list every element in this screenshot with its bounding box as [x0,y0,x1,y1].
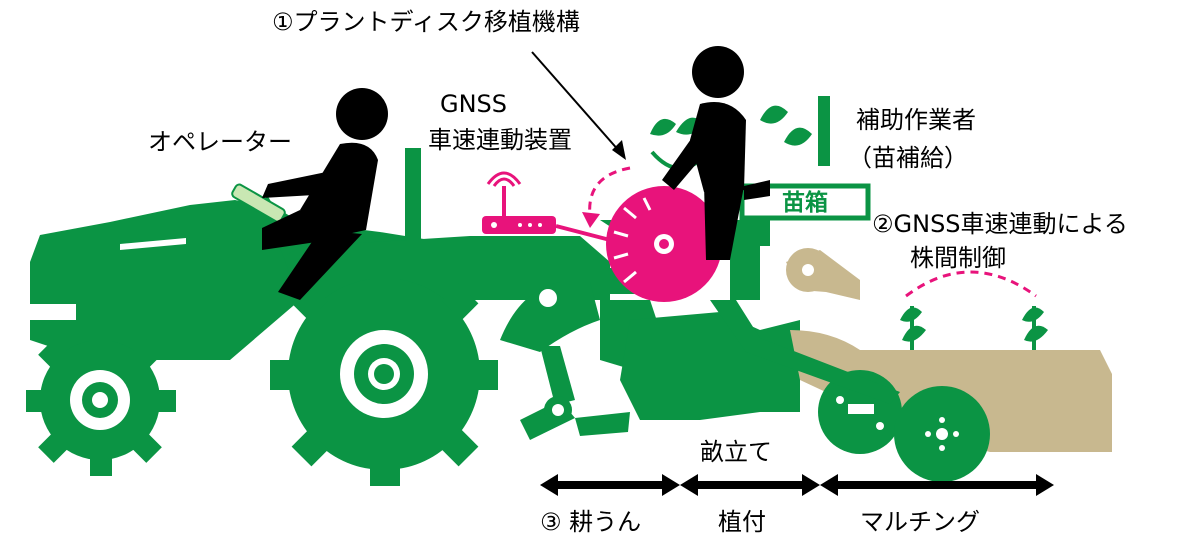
ridging-label: 畝立て [700,438,772,466]
helper-label-line2: （苗補給） [848,144,968,172]
tractor-light [30,304,76,320]
rear-wheel [270,262,498,486]
gnss-label-line1: GNSS [440,90,507,118]
spacing-arc [905,270,1037,298]
planting-label: 植付 [718,508,766,536]
mechanism-pointer [531,51,621,153]
rotary-tiller [500,282,800,440]
operator-label: オペレーター [148,128,292,156]
spacing-label-line2: 株間制御 [910,244,1006,272]
plant-disc [582,166,722,302]
person-seated-icon [262,88,388,300]
front-wheel [26,326,176,476]
seedling-icon [900,306,1048,350]
tillage-label: ③ 耕うん [540,508,641,536]
steering-wheel-icon [231,183,286,223]
plant-disc-mechanism-label: ①プラントディスク移植機構 [272,8,580,36]
mulch-arm [710,300,900,404]
person-seated-icon [662,46,770,260]
stage-arrows [540,474,1054,496]
mulching-label: マルチング [860,508,980,536]
spacing-label-line1: ②GNSS車速連動による [872,210,1128,238]
mulch-wheel-right [894,386,990,482]
seedling-box-label: 苗箱 [782,189,828,216]
gnss-label-line2: 車速連動装置 [428,126,572,154]
wifi-router-icon [482,171,611,242]
helper-label-line1: 補助作業者 [856,106,976,134]
